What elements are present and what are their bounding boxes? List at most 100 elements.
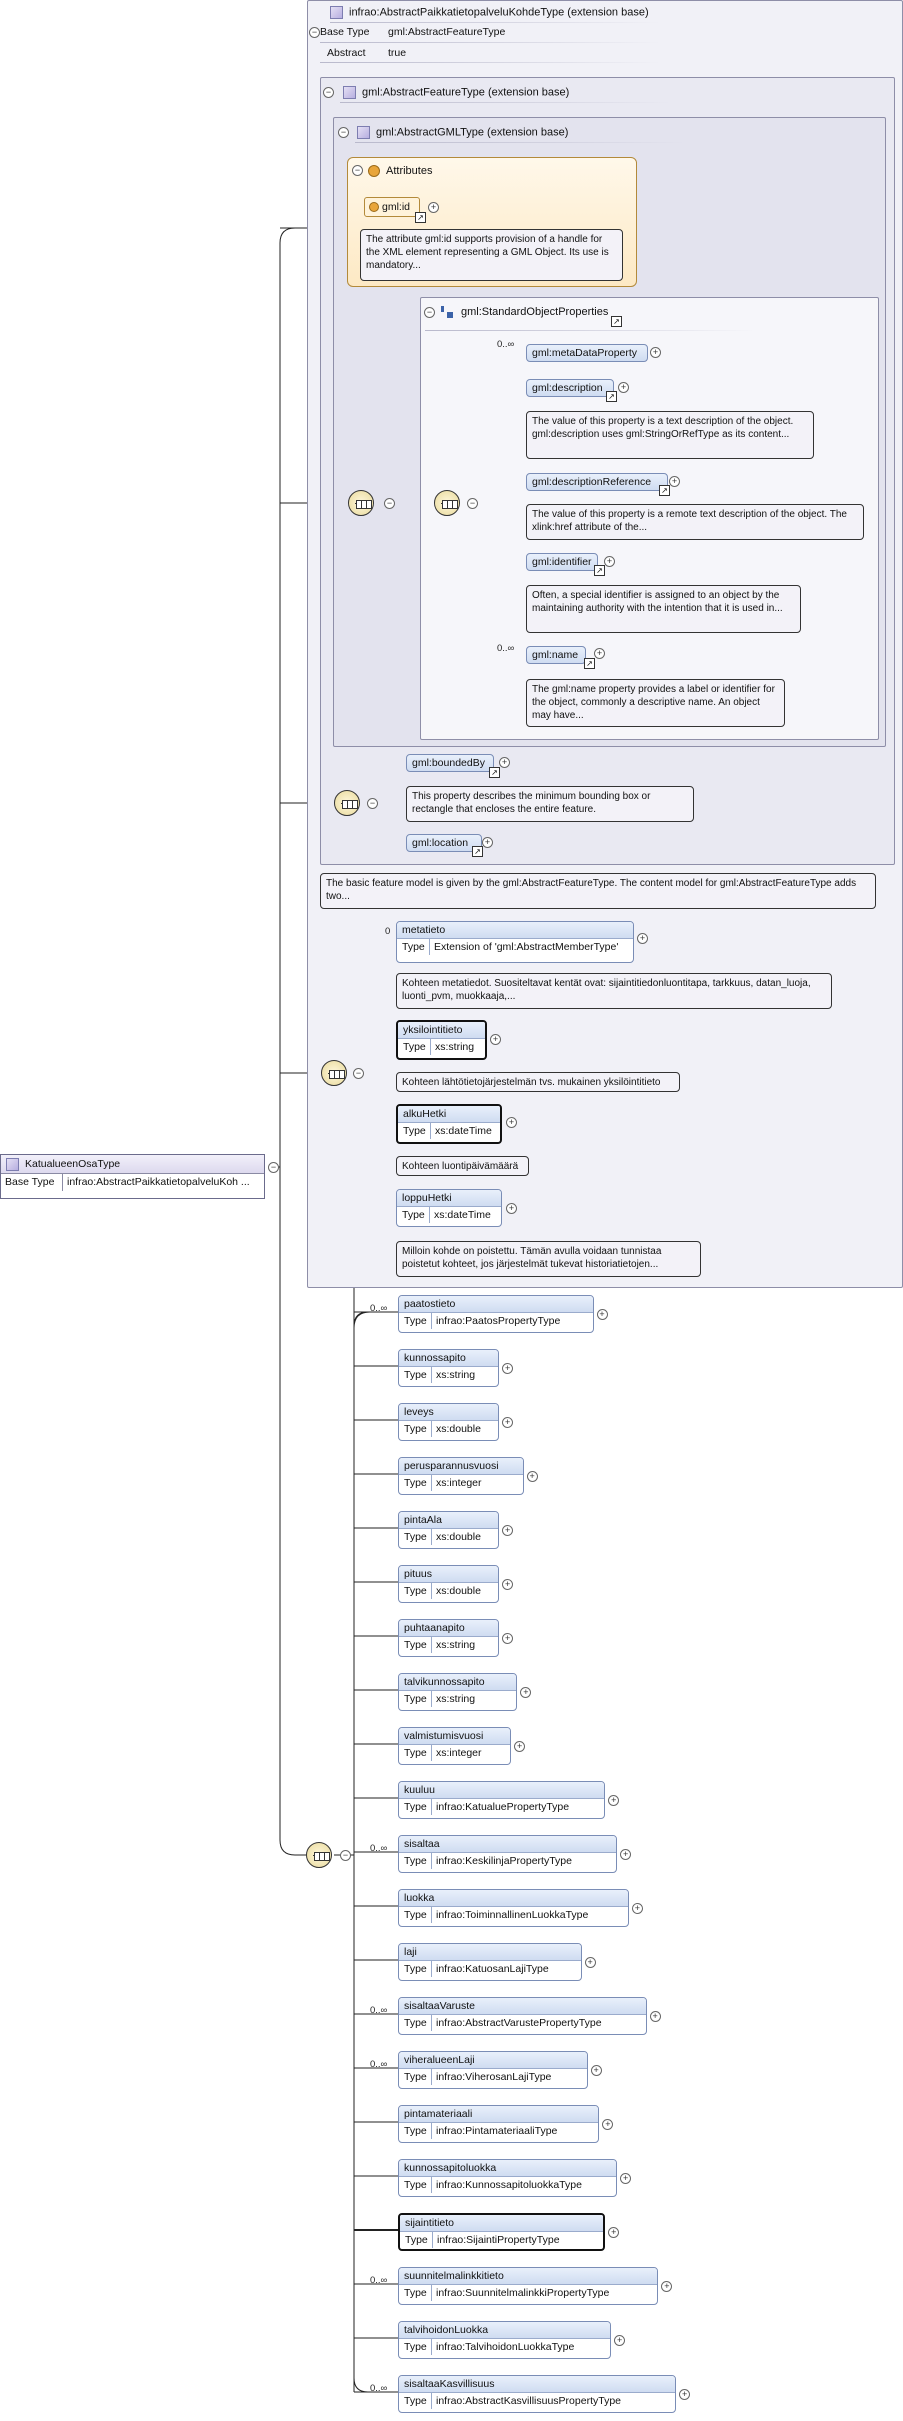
link-icon[interactable]: ↗	[472, 846, 483, 857]
expand-toggle[interactable]: +	[514, 1741, 526, 1752]
element-name: talvikunnossapito	[399, 1674, 517, 1691]
expand-toggle[interactable]: +	[490, 1034, 501, 1045]
collapse-toggle[interactable]: −	[323, 87, 334, 98]
link-icon[interactable]: ↗	[594, 565, 605, 576]
collapse-toggle[interactable]: −	[340, 1850, 351, 1861]
collapse-toggle[interactable]: −	[353, 1068, 364, 1079]
collapse-toggle[interactable]: −	[424, 307, 435, 318]
expand-toggle[interactable]: +	[631, 1903, 643, 1914]
element-description-reference[interactable]: gml:descriptionReference	[526, 473, 668, 491]
element-name[interactable]: gml:name	[526, 646, 586, 664]
element-name: paatostieto	[399, 1296, 593, 1313]
expand-toggle[interactable]: +	[594, 648, 605, 659]
expand-toggle[interactable]: +	[618, 382, 629, 393]
link-icon[interactable]: ↗	[611, 316, 622, 327]
collapse-toggle[interactable]: −	[338, 127, 349, 138]
expand-toggle[interactable]: +	[608, 1795, 620, 1806]
collapse-toggle[interactable]: −	[352, 165, 363, 176]
abstract-gml-title: gml:AbstractGMLType (extension base)	[357, 126, 568, 139]
expand-toggle[interactable]: +	[669, 476, 680, 487]
link-icon[interactable]: ↗	[659, 485, 670, 496]
expand-toggle[interactable]: +	[499, 757, 510, 768]
attributes-title: Attributes	[368, 165, 432, 178]
collapse-toggle[interactable]: −	[268, 1162, 279, 1173]
expand-toggle[interactable]: +	[650, 347, 661, 358]
expand-toggle[interactable]: +	[502, 1633, 514, 1644]
expand-toggle[interactable]: +	[502, 1525, 514, 1536]
expand-toggle[interactable]: +	[520, 1687, 532, 1698]
element-description[interactable]: gml:description	[526, 379, 614, 397]
link-icon[interactable]: ↗	[415, 212, 426, 223]
expand-toggle[interactable]: +	[608, 2227, 620, 2238]
collapse-toggle[interactable]: −	[467, 498, 478, 509]
gml-id-attribute[interactable]: gml:id	[364, 197, 420, 217]
expand-toggle[interactable]: +	[584, 1957, 596, 1968]
expand-toggle[interactable]: +	[620, 1849, 632, 1860]
expand-toggle[interactable]: +	[637, 933, 648, 944]
expand-toggle[interactable]: +	[482, 837, 493, 848]
collapse-toggle[interactable]: −	[367, 798, 378, 809]
element-location[interactable]: gml:location	[406, 834, 482, 852]
expand-toggle[interactable]: +	[526, 1471, 538, 1482]
element-name: talvihoidonLuokka	[399, 2322, 611, 2339]
link-icon[interactable]: ↗	[584, 658, 595, 669]
complex-type-icon	[357, 126, 370, 139]
expand-toggle[interactable]: +	[590, 2065, 602, 2076]
element-meta-data-property[interactable]: gml:metaDataProperty	[526, 344, 648, 362]
expand-toggle[interactable]: +	[502, 1363, 514, 1374]
expand-toggle[interactable]: +	[649, 2011, 661, 2022]
expand-toggle[interactable]: +	[596, 1309, 608, 1320]
expand-toggle[interactable]: +	[506, 1117, 517, 1128]
expand-toggle[interactable]: +	[506, 1203, 517, 1214]
element-name: viheralueenLaji	[399, 2052, 587, 2069]
link-icon[interactable]: ↗	[489, 767, 500, 778]
element-identifier[interactable]: gml:identifier	[526, 553, 598, 571]
expand-toggle[interactable]: +	[502, 1417, 514, 1428]
expand-toggle[interactable]: +	[679, 2389, 691, 2400]
alkuhetki-doc: Kohteen luontipäivämäärä	[396, 1156, 529, 1176]
expand-toggle[interactable]: +	[614, 2335, 626, 2346]
element-bounded-by[interactable]: gml:boundedBy	[406, 754, 494, 772]
expand-toggle[interactable]: +	[428, 202, 439, 213]
link-icon[interactable]: ↗	[606, 391, 617, 402]
expand-toggle[interactable]: +	[620, 2173, 632, 2184]
expand-toggle[interactable]: +	[604, 556, 615, 567]
expand-toggle[interactable]: +	[602, 2119, 614, 2130]
expand-toggle[interactable]: +	[661, 2281, 673, 2292]
collapse-toggle[interactable]: −	[309, 27, 320, 38]
collapse-toggle[interactable]: −	[384, 498, 395, 509]
expand-toggle[interactable]: +	[502, 1579, 514, 1590]
